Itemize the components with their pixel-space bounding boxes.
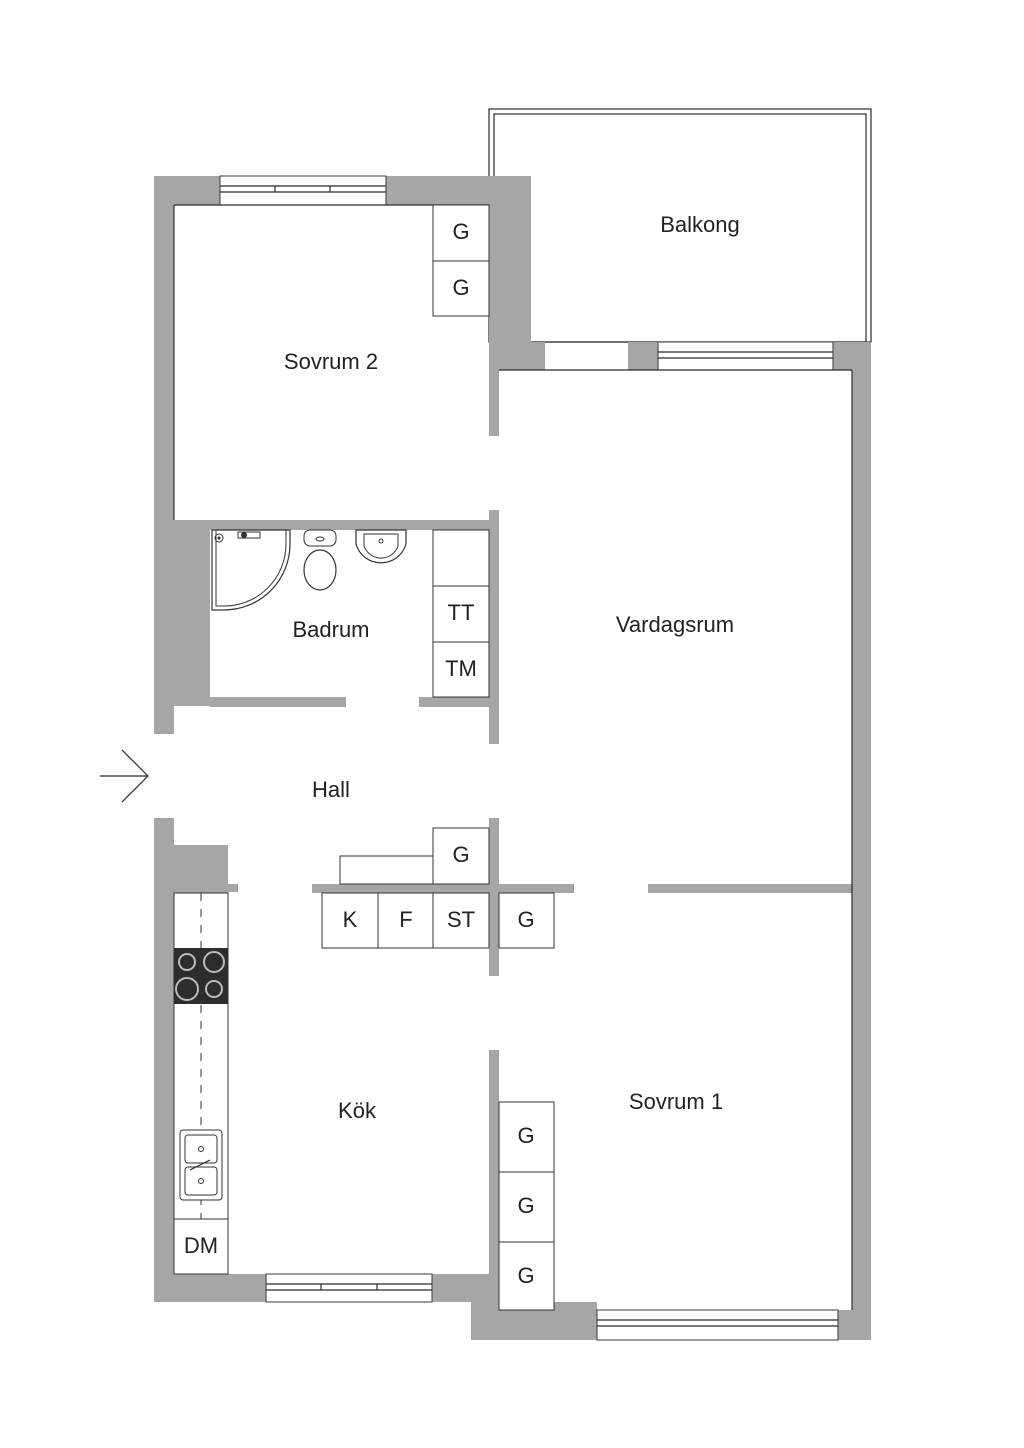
room-label-vardagsrum: Vardagsrum bbox=[616, 612, 734, 637]
fixture-labels: G G TT TM G K F ST G G G G DM bbox=[184, 219, 535, 1288]
fixture-label-st: ST bbox=[447, 907, 475, 932]
room-label-badrum: Badrum bbox=[292, 617, 369, 642]
fixture-label-g: G bbox=[517, 907, 534, 932]
entrance-arrow-icon bbox=[100, 749, 149, 803]
room-labels: Balkong Sovrum 2 Badrum Vardagsrum Hall … bbox=[284, 212, 740, 1123]
fixture-label-g: G bbox=[517, 1123, 534, 1148]
toilet-icon bbox=[303, 529, 337, 591]
room-label-sovrum2: Sovrum 2 bbox=[284, 349, 378, 374]
window-kok bbox=[265, 1273, 433, 1303]
room-label-balkong: Balkong bbox=[660, 212, 740, 237]
fixture-label-k: K bbox=[343, 907, 358, 932]
fixture-label-g: G bbox=[452, 842, 469, 867]
fixture-label-g: G bbox=[517, 1263, 534, 1288]
fixture-label-tt: TT bbox=[448, 600, 475, 625]
window-vardagsrum bbox=[657, 341, 834, 371]
windows bbox=[219, 175, 839, 1341]
fixture-label-g: G bbox=[452, 219, 469, 244]
sink-icon bbox=[179, 1129, 223, 1201]
fixture-label-g: G bbox=[452, 275, 469, 300]
washbasin-icon bbox=[355, 529, 407, 564]
fixture-label-tm: TM bbox=[445, 656, 477, 681]
fixture-label-g: G bbox=[517, 1193, 534, 1218]
room-label-kok: Kök bbox=[338, 1098, 377, 1123]
room-label-hall: Hall bbox=[312, 777, 350, 802]
window-sovrum2 bbox=[219, 175, 387, 206]
room-label-sovrum1: Sovrum 1 bbox=[629, 1089, 723, 1114]
stove-icon bbox=[174, 948, 228, 1004]
walls bbox=[154, 176, 871, 1340]
window-sovrum1 bbox=[596, 1309, 839, 1341]
fixture-label-dm: DM bbox=[184, 1233, 218, 1258]
fixture-label-f: F bbox=[399, 907, 412, 932]
shower-icon bbox=[211, 529, 291, 611]
